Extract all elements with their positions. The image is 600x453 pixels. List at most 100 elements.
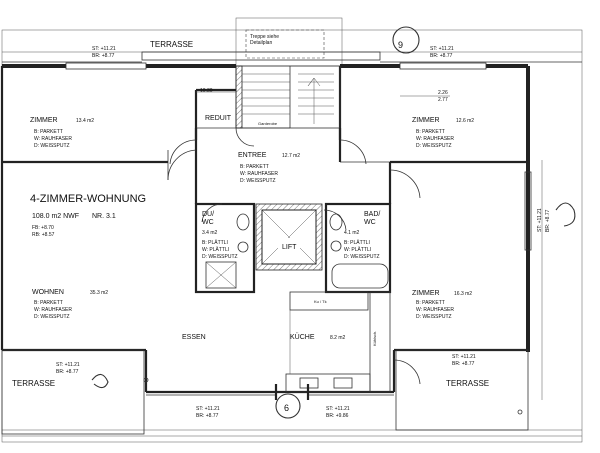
level-top-right-br: BR: +8.77	[430, 53, 453, 59]
level-bottom2-br: BR: +9.86	[326, 413, 349, 419]
zimmer-tr-d: D: WEISSPUTZ	[416, 143, 452, 149]
unit-rb: RB: +8.57	[32, 232, 55, 238]
terrace-bl-label: TERRASSE	[12, 379, 55, 388]
sheet-mark-top-circle	[392, 26, 420, 54]
level-top-left-st: ST: +11.21	[92, 46, 116, 52]
bad-name-2: WC	[364, 219, 376, 226]
stair	[235, 65, 341, 129]
wohnen-w: W: RAUHFASER	[34, 307, 72, 313]
window-right-side	[524, 171, 532, 251]
dim-2: 2.26	[438, 90, 448, 96]
entree-b: B: PARKETT	[240, 164, 269, 170]
bad-name-1: BAD/	[364, 211, 380, 218]
zimmer-tl-area: 13.4 m2	[76, 118, 94, 124]
terrace-br-label: TERRASSE	[446, 379, 489, 388]
essen-name: ESSEN	[182, 334, 206, 341]
kitchen-hob	[333, 377, 353, 389]
bad-area: 4.1 m2	[344, 230, 360, 236]
kitchen-counter-right	[369, 291, 391, 393]
zimmer-tr-area: 12.6 m2	[456, 118, 474, 124]
door-dusche	[201, 203, 223, 223]
wohnen-area: 35.3 m2	[90, 290, 108, 296]
dusche-b: B: PLÄTTLI	[202, 239, 228, 246]
level-bl-st: ST: +11.21	[56, 362, 80, 368]
door-zimmer-tl	[169, 139, 197, 165]
level-br-st: ST: +11.21	[452, 354, 476, 360]
terrace-top-label: TERRASSE	[150, 40, 193, 49]
level-right-side-st: ST: +11.21	[537, 208, 543, 232]
wohnen-b: B: PARKETT	[34, 300, 63, 306]
entree-d: D: WEISSPUTZ	[240, 178, 276, 184]
terrace-bottom-right	[395, 349, 529, 431]
terrace-bottom-left	[1, 349, 145, 435]
kueche-area: 8.2 m2	[330, 335, 346, 341]
bad-b: B: PLÄTTLI	[344, 239, 370, 246]
zimmer-br-w: W: RAUHFASER	[416, 307, 454, 313]
entree-name: ENTREE	[238, 152, 267, 159]
zimmer-tl-w: W: RAUHFASER	[34, 136, 72, 142]
dusche-name-1: DU/	[202, 211, 214, 218]
level-right-side-br: BR: +8.77	[545, 209, 551, 232]
kueche-fridge-label: Kühlsch.	[372, 331, 377, 346]
door-terrace-br	[393, 359, 421, 385]
kitchen-counter-top	[289, 291, 369, 311]
wall-dusche	[194, 202, 256, 294]
entree-w: W: RAUHFASER	[240, 171, 278, 177]
unit-number: NR. 3.1	[92, 213, 116, 220]
unit-area: 108.0 m2 NWF	[32, 213, 79, 220]
stair-note-1: Treppe siehe	[250, 34, 279, 40]
kueche-small-label: Ku / Tk	[314, 299, 327, 304]
pen-mark-right	[555, 202, 576, 227]
sheet-mark-top: 9	[398, 40, 403, 50]
stair-detail-inner	[245, 29, 325, 59]
zimmer-tl-name: ZIMMER	[30, 117, 58, 124]
dusche-area: 3.4 m2	[202, 230, 218, 236]
kueche-name: KÜCHE	[290, 333, 315, 341]
stair-wall-left	[235, 65, 243, 129]
drain-br	[517, 409, 523, 415]
wohnen-d: D: WEISSPUTZ	[34, 314, 70, 320]
zimmer-br-b: B: PARKETT	[416, 300, 445, 306]
unit-title: 4-ZIMMER-WOHNUNG	[30, 193, 146, 205]
level-bl-br: BR: +8.77	[56, 369, 79, 375]
drain-bl	[143, 377, 149, 383]
entree-area: 12.7 m2	[282, 153, 300, 159]
level-bottom1-st: ST: +11.21	[196, 406, 220, 412]
level-bottom1-br: BR: +8.77	[196, 413, 219, 419]
unit-fb: FB: +8.70	[32, 225, 54, 231]
level-top-left-br: BR: +8.77	[92, 53, 115, 59]
lift-cabin-diag-2	[261, 209, 317, 265]
bathtub	[331, 263, 389, 289]
bad-w: W: PLÄTTLI	[344, 246, 371, 253]
top-terrace-parapet	[141, 51, 381, 61]
pen-mark-bl	[91, 373, 109, 389]
door-reduit	[235, 127, 255, 147]
dusche-d: D: WEISSPUTZ	[202, 254, 238, 260]
door-zimmer-br	[389, 169, 421, 199]
level-top-right-st: ST: +11.21	[430, 46, 454, 52]
wc-bad	[329, 213, 343, 231]
door-zimmer-tr	[339, 139, 367, 165]
zimmer-br-d: D: WEISSPUTZ	[416, 314, 452, 320]
sheet-mark-bottom: 6	[284, 403, 289, 413]
dusche-name-2: WC	[202, 219, 214, 226]
zimmer-br-area: 16.3 m2	[454, 291, 472, 297]
dim-1: 10.30	[200, 88, 213, 94]
garderobe-label: Garderobe	[258, 121, 278, 126]
lift-name: LIFT	[282, 244, 297, 251]
stair-note-2: Detailplan	[250, 40, 272, 46]
zimmer-tr-b: B: PARKETT	[416, 129, 445, 135]
zimmer-br-name: ZIMMER	[412, 290, 440, 297]
zimmer-tr-w: W: RAUHFASER	[416, 136, 454, 142]
level-bottom2-st: ST: +11.21	[326, 406, 350, 412]
zimmer-tl-d: D: WEISSPUTZ	[34, 143, 70, 149]
kitchen-counter-bottom	[285, 373, 371, 393]
dim-3: 2.77	[438, 97, 448, 103]
stair-treads	[242, 66, 334, 128]
lift-label-bg	[278, 238, 300, 252]
window-top-right	[399, 62, 487, 70]
wc-dusche	[236, 213, 250, 231]
window-top-left	[65, 62, 147, 70]
zimmer-tr-name: ZIMMER	[412, 117, 440, 124]
